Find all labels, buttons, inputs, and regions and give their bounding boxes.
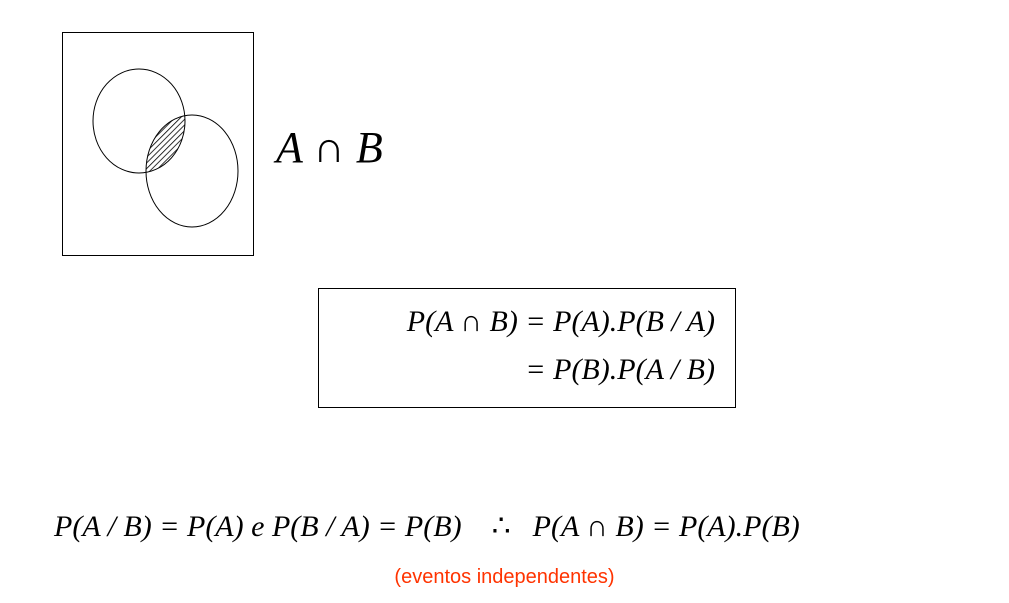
formula-line-1: P(A ∩ B) = P(A).P(B / A) [406, 305, 715, 338]
formula-line-2: = P(B).P(A / B) [525, 353, 715, 386]
intersection-region [146, 115, 185, 173]
therefore-symbol: ∴ [491, 510, 511, 543]
independent-events-note: (eventos independentes) [394, 566, 615, 588]
independence-condition: P(A / B) = P(A) e P(B / A) = P(B) [54, 510, 462, 543]
venn-svg [62, 32, 254, 256]
set-a-circle [92, 68, 186, 174]
universe-rectangle [62, 32, 254, 256]
independence-result: P(A ∩ B) = P(A).P(B) [532, 510, 800, 543]
set-b-circle [145, 114, 239, 228]
independence-equation: P(A / B) = P(A) e P(B / A) = P(B) ∴ P(A ∩ … [54, 512, 974, 542]
formula-box: P(A ∩ B) = P(A).P(B / A) = P(B).P(A / B) [318, 288, 736, 408]
intersection-label: A ∩ B [276, 123, 383, 172]
venn-diagram [62, 32, 254, 256]
